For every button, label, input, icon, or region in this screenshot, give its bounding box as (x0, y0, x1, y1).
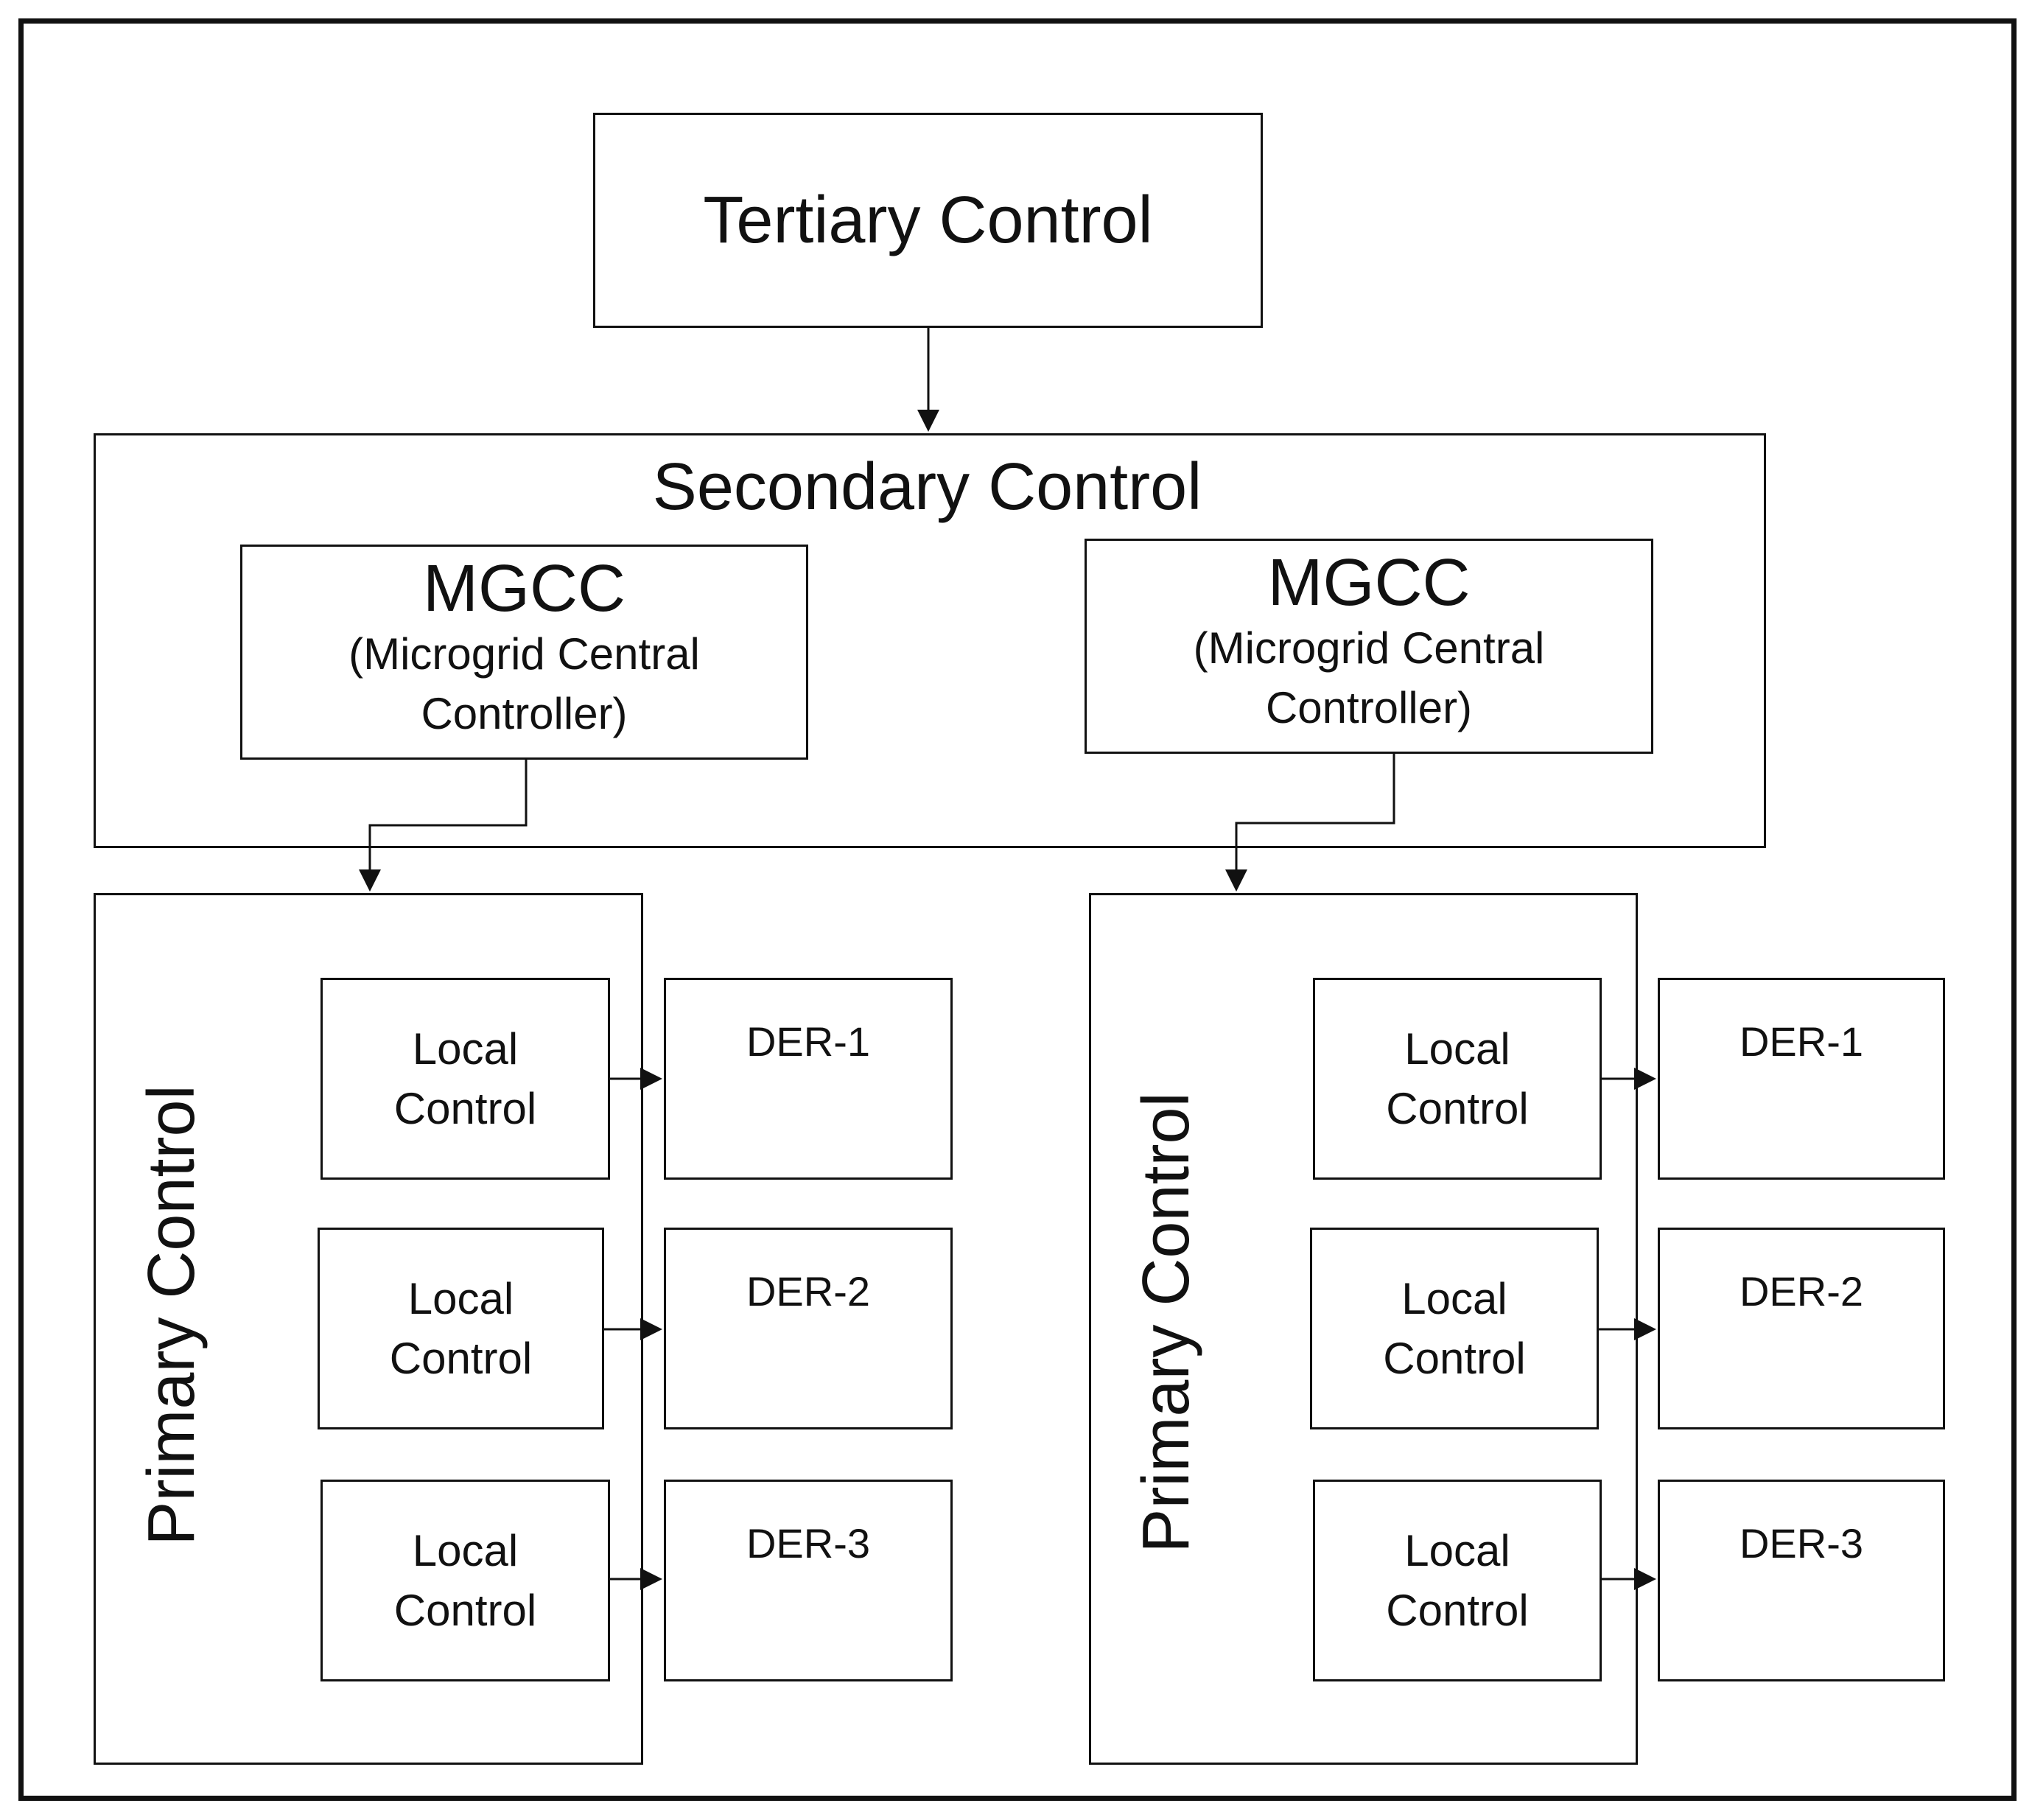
mgcc-subtitle-line1: (Microgrid Central (348, 629, 700, 679)
local-control-line2: Control (393, 1084, 537, 1133)
secondary-control-label: Secondary Control (652, 450, 1202, 524)
arrow-mgcc-right-to-primary (1225, 754, 1395, 892)
der-box: DER-2 (664, 1228, 953, 1429)
der-box: DER-3 (664, 1480, 953, 1681)
der-box: DER-2 (1658, 1228, 1945, 1429)
local-control-line2: Control (1386, 1084, 1529, 1133)
local-control-line1: Local (412, 1526, 519, 1575)
der-box: DER-1 (1658, 978, 1945, 1180)
mgcc-title: MGCC (423, 552, 626, 626)
mgcc-subtitle-line1: (Microgrid Central (1193, 623, 1545, 673)
local-control-box: Local Control (1310, 1228, 1599, 1429)
local-control-box: Local Control (320, 978, 610, 1180)
local-control-line1: Local (412, 1024, 519, 1074)
tertiary-control-box: Tertiary Control (593, 113, 1263, 328)
local-control-box: Local Control (318, 1228, 604, 1429)
der-box: DER-1 (664, 978, 953, 1180)
tertiary-control-label: Tertiary Control (703, 183, 1153, 257)
der-box: DER-3 (1658, 1480, 1945, 1681)
local-control-line1: Local (1404, 1526, 1510, 1575)
local-control-box: Local Control (1313, 978, 1602, 1180)
local-control-line2: Control (1386, 1586, 1529, 1635)
local-control-line1: Local (1401, 1274, 1507, 1323)
local-control-line2: Control (393, 1586, 537, 1635)
local-control-box: Local Control (320, 1480, 610, 1681)
local-control-line2: Control (1383, 1334, 1526, 1383)
mgcc-subtitle-line2: Controller) (1265, 682, 1473, 732)
mgcc-subtitle-line2: Controller) (421, 688, 628, 738)
local-control-box: Local Control (1313, 1480, 1602, 1681)
diagram-frame (18, 18, 2017, 1801)
local-control-line2: Control (389, 1334, 533, 1383)
local-control-line1: Local (407, 1274, 514, 1323)
mgcc-title: MGCC (1267, 546, 1471, 620)
mgcc-box-right: MGCC (Microgrid Central Controller) (1085, 539, 1653, 754)
der-label: DER-1 (1739, 1018, 1864, 1065)
der-label: DER-1 (746, 1018, 871, 1065)
der-label: DER-3 (1739, 1520, 1864, 1567)
mgcc-box-left: MGCC (Microgrid Central Controller) (240, 545, 808, 760)
local-control-line1: Local (1404, 1024, 1510, 1074)
der-label: DER-3 (746, 1520, 871, 1567)
der-label: DER-2 (746, 1268, 871, 1315)
arrow-mgcc-left-to-primary (359, 760, 528, 892)
der-label: DER-2 (1739, 1268, 1864, 1315)
